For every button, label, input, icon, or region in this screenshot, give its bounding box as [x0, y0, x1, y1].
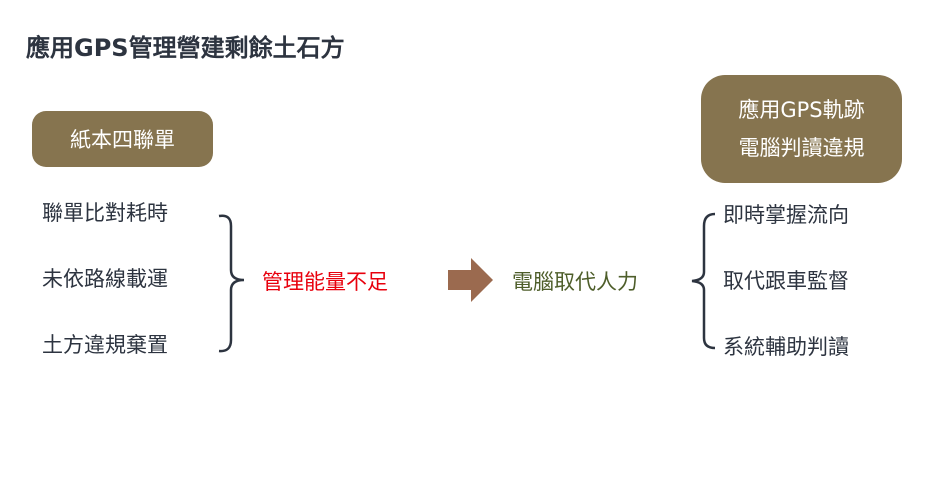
- problem-result: 管理能量不足: [262, 270, 388, 294]
- problem-item: 聯單比對耗時: [42, 201, 168, 225]
- paper-form-box: 紙本四聯單: [32, 111, 213, 167]
- solution-result: 電腦取代人力: [512, 270, 638, 294]
- benefit-item: 系統輔助判讀: [723, 335, 849, 359]
- benefit-item: 即時掌握流向: [723, 203, 849, 227]
- gps-solution-line2: 電腦判讀違規: [738, 136, 865, 160]
- paper-form-label: 紙本四聯單: [70, 128, 175, 152]
- page-title: 應用GPS管理營建剩餘土石方: [26, 34, 345, 62]
- gps-solution-box: 應用GPS軌跡 電腦判讀違規: [701, 75, 902, 183]
- gps-solution-line1: 應用GPS軌跡: [738, 98, 865, 122]
- problem-item: 未依路線載運: [42, 267, 168, 291]
- benefit-item: 取代跟車監督: [723, 269, 849, 293]
- problem-item: 土方違規棄置: [42, 333, 168, 357]
